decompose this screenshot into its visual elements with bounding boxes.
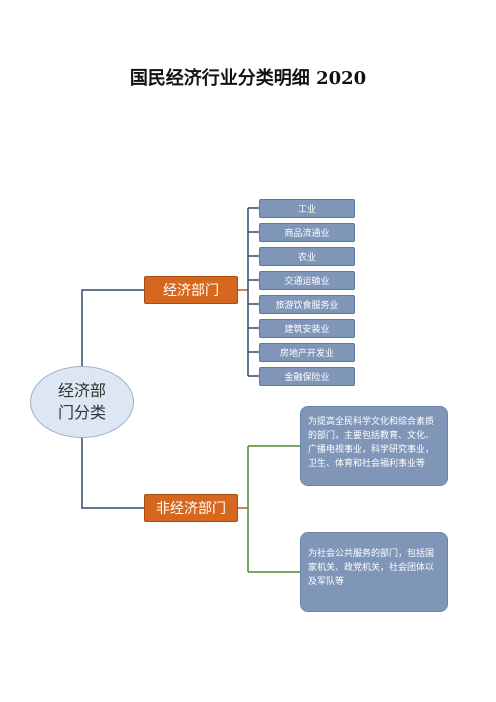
non-economic-dept-node: 非经济部门 bbox=[144, 494, 238, 522]
economic-branches bbox=[248, 207, 259, 377]
leaf-construction: 建筑安装业 bbox=[259, 319, 355, 338]
connector-root-non-economic bbox=[81, 438, 144, 509]
leaf-real-estate: 房地产开发业 bbox=[259, 343, 355, 362]
economic-dept-node: 经济部门 bbox=[144, 276, 238, 304]
non-economic-desc-1: 为提高全民科学文化和综合素质的部门，主要包括教育、文化、广播电视事业，科学研究事… bbox=[300, 406, 448, 486]
root-label: 经济部门分类 bbox=[57, 381, 106, 422]
root-node: 经济部门分类 bbox=[30, 366, 134, 438]
leaf-transportation: 交通运输业 bbox=[259, 271, 355, 290]
leaf-finance-insurance: 金融保险业 bbox=[259, 367, 355, 386]
leaf-agriculture: 农业 bbox=[259, 247, 355, 266]
leaf-industry: 工业 bbox=[259, 199, 355, 218]
non-economic-desc-2: 为社会公共服务的部门，包括国家机关、政党机关，社会团体以及军队等 bbox=[300, 532, 448, 612]
connector-root-economic bbox=[81, 289, 144, 366]
page-title: 国民经济行业分类明细 2020 bbox=[129, 68, 367, 89]
leaf-tourism-catering: 旅游饮食服务业 bbox=[259, 295, 355, 314]
leaf-commodity-circulation: 商品流通业 bbox=[259, 223, 355, 242]
